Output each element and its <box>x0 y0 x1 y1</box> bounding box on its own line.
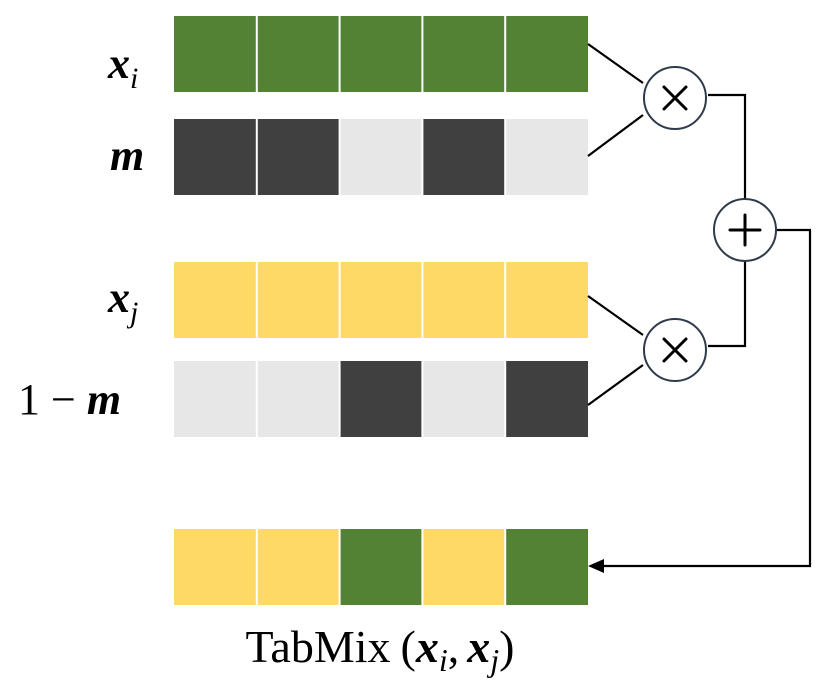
wire-add-to-result <box>602 228 812 568</box>
label-xj-sub: j <box>126 296 138 329</box>
label-xj-main: x <box>107 273 130 322</box>
wire-multiply-bottom-to-add <box>708 261 747 348</box>
wire-xj-to-multiply-bottom <box>587 295 644 336</box>
operator-multiply-bottom <box>643 318 707 382</box>
wire-multiply-top-to-add <box>708 93 747 199</box>
cell-xj-3 <box>339 262 423 338</box>
cell-m-4 <box>422 119 506 195</box>
label-one-minus-m: 1 − m <box>18 375 121 424</box>
cell-result-1 <box>174 529 257 605</box>
cell-xi-5 <box>505 16 588 92</box>
caption-open-paren: ( <box>401 621 416 672</box>
wire-one-minus-m-to-multiply-bottom <box>587 364 644 406</box>
caption-name: TabMix <box>246 621 391 672</box>
cell-m-2 <box>256 119 340 195</box>
label-m-main: m <box>110 131 144 180</box>
caption-arg2-main: x <box>466 621 490 672</box>
row-m <box>174 119 588 195</box>
label-m: m <box>110 131 144 180</box>
cell-result-2 <box>256 529 340 605</box>
cell-xj-1 <box>174 262 257 338</box>
caption: TabMix(xi,xj) <box>246 621 515 678</box>
cell-result-4 <box>422 529 506 605</box>
cell-m-5 <box>505 119 588 195</box>
caption-arg1-main: x <box>415 621 439 672</box>
row-xi <box>174 16 588 92</box>
wire-m-to-multiply-top <box>587 114 644 157</box>
cell-m-3 <box>339 119 423 195</box>
label-xi: xi <box>107 39 138 95</box>
cell-xi-1 <box>174 16 257 92</box>
caption-close-paren: ) <box>499 621 514 672</box>
multiply-icon <box>662 337 688 363</box>
cell-xi-4 <box>422 16 506 92</box>
operator-add <box>713 198 777 262</box>
cell-xj-5 <box>505 262 588 338</box>
caption-arg2-sub: j <box>486 642 499 678</box>
cell-one-minus-m-5 <box>505 361 588 437</box>
row-result <box>174 529 588 605</box>
cell-one-minus-m-3 <box>339 361 423 437</box>
caption-arg1-sub: i <box>439 642 448 678</box>
label-xi-sub: i <box>130 62 138 95</box>
label-one-minus-m-main: m <box>87 375 121 424</box>
operator-multiply-top <box>643 66 707 130</box>
cell-rows <box>174 16 588 605</box>
cell-xj-2 <box>256 262 340 338</box>
caption-comma: , <box>448 621 460 672</box>
cell-result-5 <box>505 529 588 605</box>
multiply-icon <box>662 85 688 111</box>
label-xj: xj <box>107 273 138 329</box>
cell-result-3 <box>339 529 423 605</box>
cell-one-minus-m-2 <box>256 361 340 437</box>
cell-xj-4 <box>422 262 506 338</box>
wire-xi-to-multiply-top <box>587 43 644 84</box>
cell-xi-2 <box>256 16 340 92</box>
plus-icon <box>728 213 762 247</box>
label-one-minus-m-prefix: 1 − <box>18 375 87 424</box>
row-xj <box>174 262 588 338</box>
arrowhead-icon <box>588 559 604 573</box>
row-one-minus-m <box>174 361 588 437</box>
cell-xi-3 <box>339 16 423 92</box>
cell-m-1 <box>174 119 257 195</box>
label-xi-main: x <box>107 39 130 88</box>
cell-one-minus-m-4 <box>422 361 506 437</box>
connection-wires <box>587 43 812 573</box>
cell-one-minus-m-1 <box>174 361 257 437</box>
